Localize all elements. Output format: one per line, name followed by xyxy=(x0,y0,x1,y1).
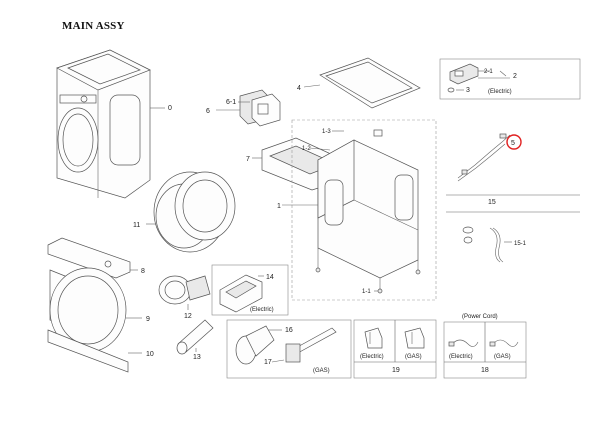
label-1-3: 1-3 xyxy=(322,129,331,135)
drain-hose xyxy=(462,226,512,263)
label-6: 6 xyxy=(206,108,210,115)
heater-electric xyxy=(219,274,264,313)
label-3: 3 xyxy=(466,87,470,94)
tag-gas-18: (GAS) xyxy=(494,354,511,360)
label-4: 4 xyxy=(297,85,301,92)
tag-electric-18: (Electric) xyxy=(449,354,473,360)
power-cord-gas xyxy=(489,339,519,347)
label-2-1: 2-1 xyxy=(484,69,493,75)
diagram-title: MAIN ASSY xyxy=(62,20,125,32)
drum xyxy=(146,171,236,253)
tag-electric-19: (Electric) xyxy=(360,354,384,360)
label-18: 18 xyxy=(481,367,489,374)
tag-power-cord: (Power Cord) xyxy=(462,314,498,320)
blower xyxy=(158,275,211,310)
label-15-1: 15-1 xyxy=(514,241,527,247)
dryer-unit xyxy=(56,49,165,199)
electric-kit-19 xyxy=(364,327,383,349)
label-14: 14 xyxy=(266,274,274,281)
accessory-kit xyxy=(447,63,510,93)
tag-gas-19: (GAS) xyxy=(405,354,422,360)
label-2: 2 xyxy=(513,73,517,80)
label-10: 10 xyxy=(146,351,154,358)
tag-electric-2: (Electric) xyxy=(488,89,512,95)
gas-kit-19 xyxy=(404,327,425,349)
label-19: 19 xyxy=(392,367,400,374)
label-12: 12 xyxy=(184,313,192,320)
label-9: 9 xyxy=(146,316,150,323)
label-13: 13 xyxy=(193,354,201,361)
label-16: 16 xyxy=(285,327,293,334)
label-1-2: 1-2 xyxy=(302,146,311,152)
gas-burner xyxy=(235,325,337,365)
label-1-1: 1-1 xyxy=(362,289,371,295)
label-1: 1 xyxy=(277,203,281,210)
label-5: 5 xyxy=(511,140,515,147)
label-17: 17 xyxy=(264,359,272,366)
label-8: 8 xyxy=(141,268,145,275)
top-plate xyxy=(303,57,421,109)
tag-gas-16: (GAS) xyxy=(313,368,330,374)
bracket-assembly xyxy=(216,89,281,127)
label-15: 15 xyxy=(488,199,496,206)
label-0: 0 xyxy=(168,105,172,112)
door xyxy=(49,267,142,353)
highlight-circle xyxy=(506,134,522,150)
cabinet-frame xyxy=(282,129,421,294)
front-panel xyxy=(47,329,142,373)
label-11: 11 xyxy=(133,222,140,229)
exhaust-duct xyxy=(176,319,214,355)
tag-electric-14: (Electric) xyxy=(250,307,274,313)
control-panel xyxy=(47,237,138,279)
label-7: 7 xyxy=(246,156,250,163)
wire-harness xyxy=(457,133,511,182)
power-cord-electric xyxy=(448,339,479,347)
label-6-1: 6-1 xyxy=(226,99,236,106)
